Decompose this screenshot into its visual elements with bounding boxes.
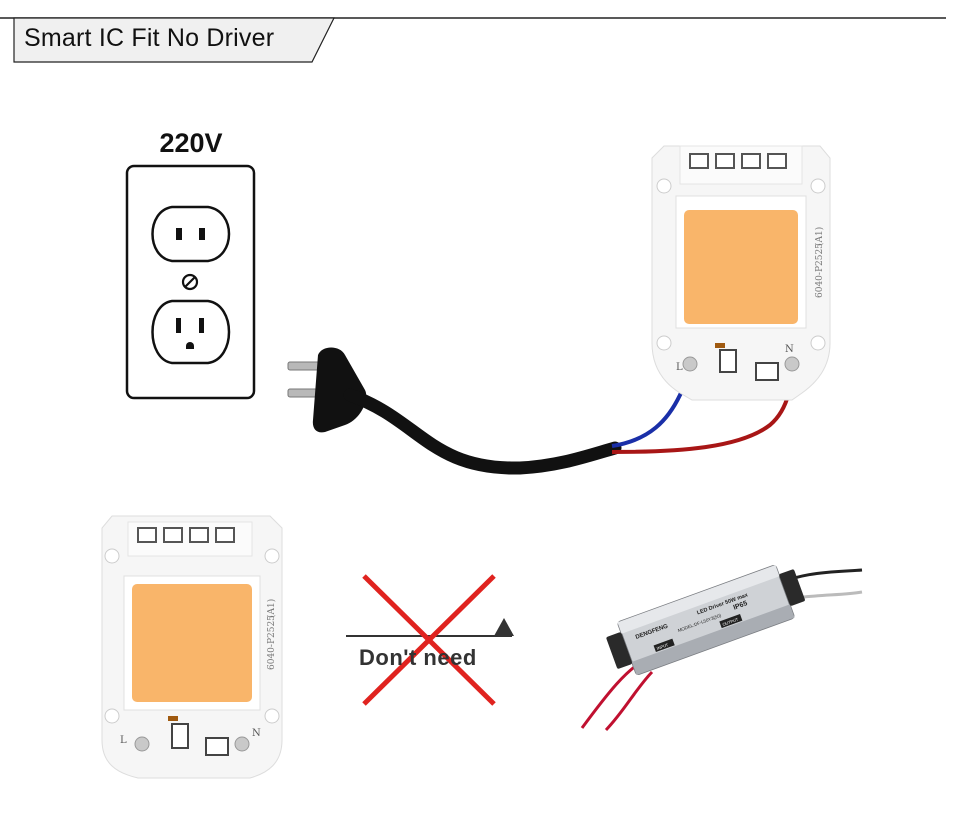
header-tab-shape — [0, 17, 946, 63]
cob-chip-bottom: 6040-P2525 (A1) L N — [101, 515, 283, 779]
cob-chip-top: 6040-P2525 (A1) L N — [651, 145, 831, 401]
dont-need-label: Don't need — [359, 645, 477, 670]
socket-top — [151, 205, 231, 263]
voltage-label: 220V — [159, 128, 223, 158]
pin-right-label: N — [252, 728, 261, 739]
chip-rev-label: (A1) — [266, 599, 277, 618]
pin-left-label: L — [676, 362, 683, 373]
outlet-screw — [181, 273, 199, 291]
socket-bottom — [151, 299, 231, 365]
chip-model-label: 6040-P2525 — [267, 615, 277, 670]
header: Smart IC Fit No Driver — [0, 0, 960, 70]
no-driver-cross — [346, 574, 514, 706]
power-cable — [343, 388, 622, 475]
chip-rev-label: (A1) — [814, 227, 825, 246]
wall-outlet — [125, 164, 256, 400]
plug — [287, 347, 367, 433]
page-title: Smart IC Fit No Driver — [24, 24, 275, 52]
pin-left-label: L — [120, 735, 127, 746]
driver-output-label: OUTPUT — [722, 616, 740, 627]
driver-input-label: INPUT — [656, 642, 670, 651]
chip-model-label: 6040-P2525 — [815, 243, 825, 298]
pin-right-label: N — [785, 344, 794, 355]
driver-ip: IP65 — [732, 600, 748, 612]
led-driver: DENGFENG LED Driver 50W max MODEL:DF-L50… — [580, 564, 863, 732]
